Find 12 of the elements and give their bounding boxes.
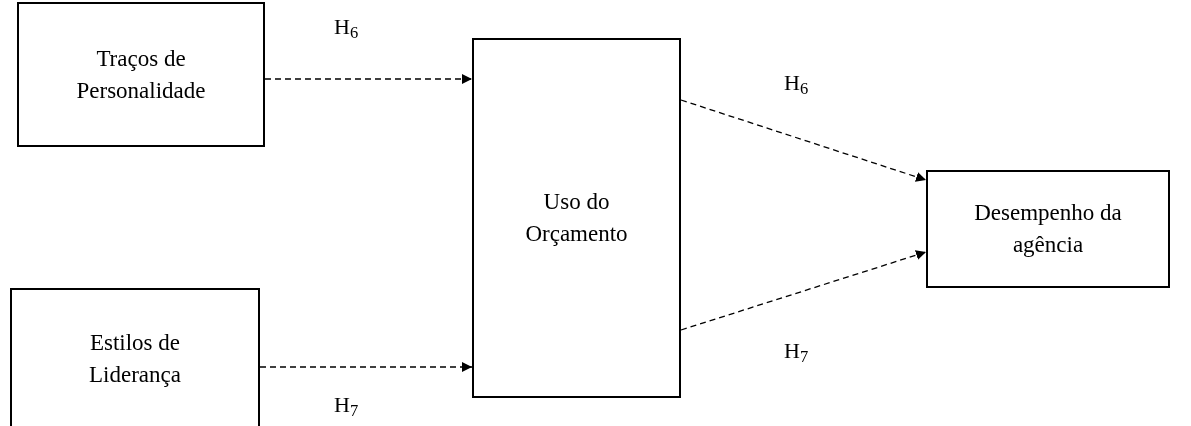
dashed-arrow xyxy=(680,99,927,182)
process-box xyxy=(472,38,681,398)
process-box xyxy=(926,170,1170,288)
box-label: Uso do Orçamento xyxy=(524,188,629,248)
dashed-arrow xyxy=(264,74,473,84)
dashed-arrow xyxy=(680,250,927,331)
process-box xyxy=(17,2,265,147)
dashed-arrow xyxy=(259,362,473,372)
box-label: Estilos de Liderança xyxy=(88,329,182,389)
box-label: Traços de Personalidade xyxy=(75,44,207,105)
box-label: Desempenho da agência xyxy=(973,199,1123,259)
process-box xyxy=(10,288,260,426)
